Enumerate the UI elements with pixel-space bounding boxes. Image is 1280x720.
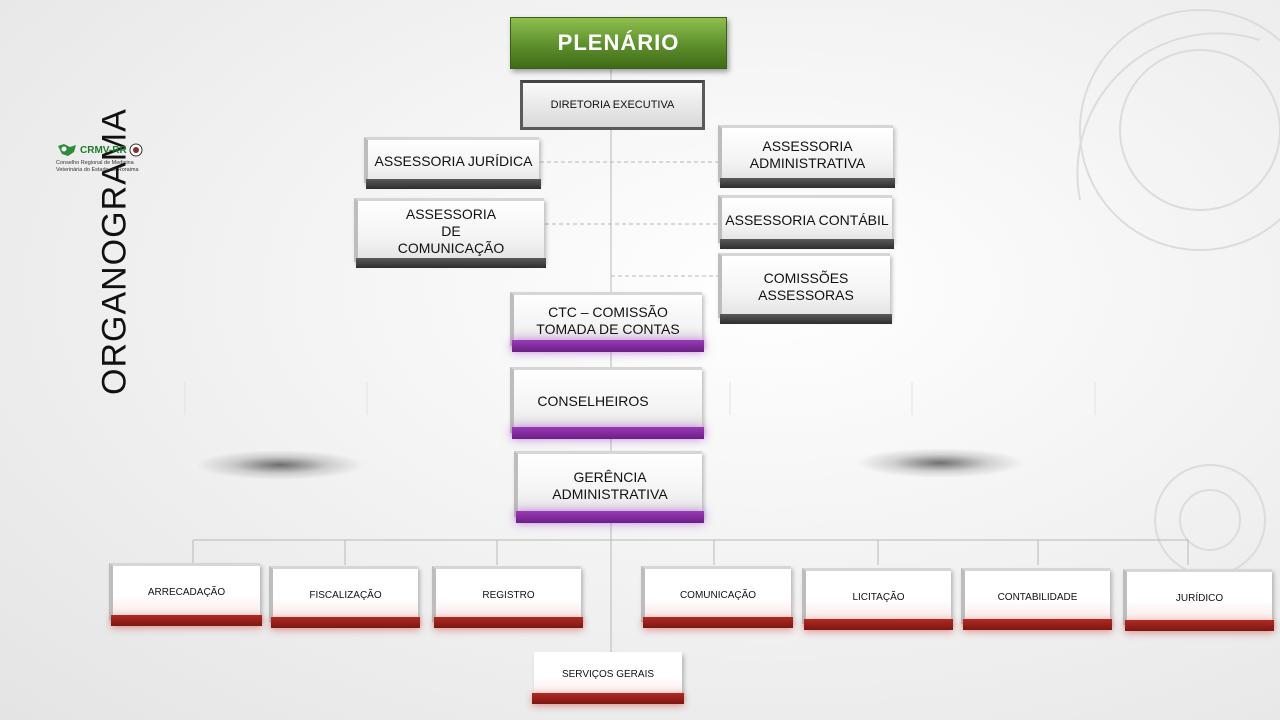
node-assessoria-administrativa: ASSESSORIA ADMINISTRATIVA bbox=[718, 125, 895, 188]
node-comissoes-assessoras: COMISSÕES ASSESSORAS bbox=[718, 253, 892, 324]
node-label: CONSELHEIROS bbox=[537, 393, 649, 410]
node-label: LICITAÇÃO bbox=[852, 591, 905, 603]
node-label: COMISSÕES ASSESSORAS bbox=[758, 270, 854, 303]
node-assessoria-contabil: ASSESSORIA CONTÁBIL bbox=[718, 195, 894, 249]
node-gerencia-administrativa: GERÊNCIA ADMINISTRATIVA bbox=[514, 451, 704, 523]
node-conselheiros: CONSELHEIROS bbox=[510, 367, 704, 439]
page-title: ORGANOGRAMA bbox=[95, 108, 134, 395]
node-label: GERÊNCIA ADMINISTRATIVA bbox=[552, 468, 668, 502]
node-fiscalizacao: FISCALIZAÇÃO bbox=[269, 566, 420, 628]
node-plenario: PLENÁRIO bbox=[510, 17, 727, 69]
node-licitacao: LICITAÇÃO bbox=[802, 568, 953, 630]
node-assessoria-juridica: ASSESSORIA JURÍDICA bbox=[364, 137, 541, 189]
crmv-logo: CRMV-RR Conselho Regional de Medicina Ve… bbox=[56, 142, 156, 174]
logo-seal-icon bbox=[129, 143, 143, 157]
logo-subtitle-line1: Conselho Regional de Medicina bbox=[56, 160, 134, 166]
node-assessoria-comunicacao: ASSESSORIA DE COMUNICAÇÃO bbox=[354, 198, 546, 268]
node-contabilidade: CONTABILIDADE bbox=[961, 568, 1112, 630]
shadow-left bbox=[195, 450, 365, 480]
node-registro: REGISTRO bbox=[432, 566, 583, 628]
node-label: JURÍDICO bbox=[1175, 592, 1224, 604]
logo-emblem-icon bbox=[58, 144, 76, 156]
node-label: CTC – COMISSÃO TOMADA DE CONTAS bbox=[536, 303, 680, 337]
node-label: ASSESSORIA JURÍDICA bbox=[374, 153, 533, 170]
node-label: ARRECADAÇÃO bbox=[147, 587, 226, 598]
node-comunicacao: COMUNICAÇÃO bbox=[641, 566, 793, 628]
node-label: ASSESSORIA ADMINISTRATIVA bbox=[749, 138, 866, 171]
node-juridico: JURÍDICO bbox=[1123, 569, 1274, 631]
node-servicos-gerais: SERVIÇOS GERAIS bbox=[532, 652, 684, 704]
shadow-right bbox=[855, 448, 1025, 478]
node-label: CONTABILIDADE bbox=[997, 591, 1078, 603]
logo-name: CRMV-RR bbox=[80, 144, 127, 156]
node-label: REGISTRO bbox=[482, 589, 535, 601]
node-arrecadacao: ARRECADAÇÃO bbox=[109, 563, 262, 626]
node-ctc: CTC – COMISSÃO TOMADA DE CONTAS bbox=[510, 292, 704, 352]
node-diretoria-executiva: DIRETORIA EXECUTIVA bbox=[520, 80, 705, 130]
node-label: FISCALIZAÇÃO bbox=[309, 589, 382, 601]
node-label: SERVIÇOS GERAIS bbox=[561, 669, 655, 680]
node-label: ASSESSORIA CONTÁBIL bbox=[725, 212, 889, 229]
logo-subtitle-line2: Veterinária do Estado de Roraima bbox=[56, 166, 139, 173]
node-label: COMUNICAÇÃO bbox=[679, 589, 757, 601]
node-label: ASSESSORIA DE COMUNICAÇÃO bbox=[397, 206, 505, 256]
